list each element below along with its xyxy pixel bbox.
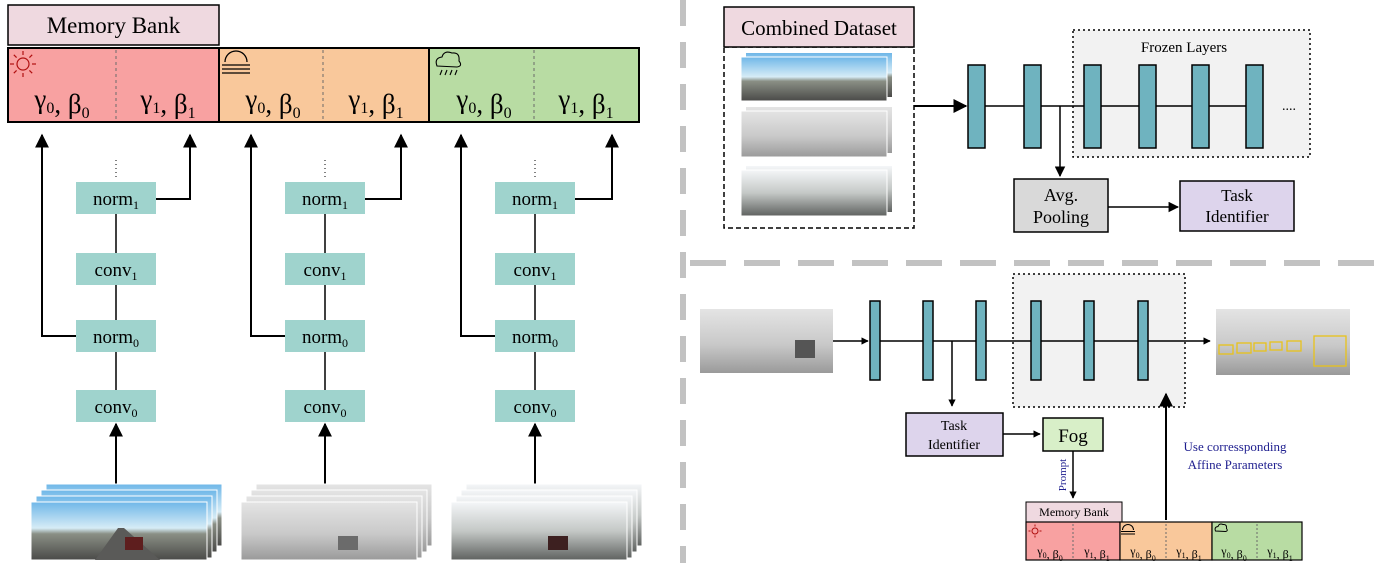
- combined-dataset-title: Combined Dataset: [741, 16, 897, 40]
- training-panel: Combined Dataset Frozen Layers .... Avg.…: [723, 6, 1311, 233]
- conv0-label: conv0: [95, 397, 138, 420]
- conv0-box: [76, 390, 156, 422]
- frozen-layer: [1137, 300, 1149, 381]
- combined-dataset-title-box: [723, 6, 915, 48]
- backbone-layer: [869, 300, 881, 381]
- conv1-label: conv1: [514, 260, 557, 283]
- sun-icon: [1028, 524, 1042, 538]
- norm1-box: [285, 182, 365, 214]
- frozen-layer: [1083, 300, 1095, 381]
- affine1-arrow: [575, 133, 619, 200]
- backbone-layer: [1023, 64, 1042, 149]
- conv0-label: conv0: [514, 397, 557, 420]
- conv1-box: [76, 253, 156, 285]
- conv1-label: conv1: [304, 260, 347, 283]
- backbone-layer: [922, 300, 934, 381]
- mini-memory-bank-title: Memory Bank: [1039, 505, 1109, 519]
- affine-gamma1-beta1: γ1, β1: [347, 84, 403, 122]
- backbone-layer: [975, 300, 987, 381]
- memory-bank-slots: [7, 47, 640, 123]
- norm1-label: norm1: [302, 189, 348, 212]
- conv0-box: [495, 390, 575, 422]
- mini-affine-labels: γ0, β0 γ1, β1 γ0, β0 γ1, β1 γ0, β0 γ1, β…: [1036, 544, 1292, 563]
- frozen-layer: [1030, 300, 1042, 381]
- norm0-box: [495, 320, 575, 352]
- conv1-label: conv1: [95, 260, 138, 283]
- affine-note-line2: Affine Parameters: [1188, 457, 1283, 472]
- memory-bank-title: Memory Bank: [47, 13, 181, 38]
- norm0-box: [285, 320, 365, 352]
- affine0-arrow: [454, 133, 495, 337]
- prompt-label: Prompt: [1057, 459, 1069, 491]
- backbone-layer: [967, 64, 986, 149]
- task-identifier-box: [905, 412, 1004, 457]
- fog-icon: [1121, 524, 1135, 535]
- avg-pooling-label-line2: Pooling: [1033, 207, 1089, 227]
- layer-column-sunny: norm1 conv1 norm0 conv0: [35, 133, 197, 485]
- detection-boxes: [1218, 335, 1347, 367]
- frozen-layer: [1083, 64, 1102, 149]
- norm1-box: [495, 182, 575, 214]
- frozen-layer: [1191, 64, 1210, 149]
- affine-note-line1: Use corressponding: [1184, 439, 1287, 454]
- input-images-sunny: [30, 483, 223, 561]
- inference-panel: Task Identifier Fog Prompt Memory Bank γ…: [700, 273, 1350, 563]
- conv1-box: [495, 253, 575, 285]
- sun-icon: [10, 51, 36, 77]
- fog-prompt-box: [1042, 417, 1104, 452]
- norm0-label: norm0: [512, 327, 558, 350]
- norm0-label: norm0: [302, 327, 348, 350]
- frozen-layer: [1245, 64, 1264, 149]
- norm1-label: norm1: [93, 189, 139, 212]
- rain-cloud-icon: [435, 51, 462, 76]
- task-identifier-line2: Identifier: [928, 438, 980, 453]
- affine1-arrow: [156, 133, 197, 200]
- task-identifier-box: [1179, 180, 1295, 232]
- norm0-label: norm0: [93, 327, 139, 350]
- dataset-image-fog: [740, 107, 892, 158]
- frozen-layers-label: Frozen Layers: [1141, 40, 1227, 56]
- affine0-arrow: [244, 133, 285, 337]
- conv1-box: [285, 253, 365, 285]
- task-identifier-line1: Task: [941, 419, 967, 434]
- fog-prompt-label: Fog: [1058, 426, 1088, 447]
- fog-icon: [222, 50, 250, 74]
- dataset-image-rain: [740, 166, 892, 217]
- conv0-label: conv0: [304, 397, 347, 420]
- conv0-box: [285, 390, 365, 422]
- left-panel: Memory Bank γ0, β0 γ1, β1: [7, 4, 643, 561]
- memory-bank-title-box: [7, 4, 220, 46]
- avg-pooling-label-line1: Avg.: [1044, 185, 1078, 205]
- frozen-layer: [1138, 64, 1157, 149]
- avg-pooling-box: [1013, 178, 1109, 233]
- task-identifier-line2: Identifier: [1205, 207, 1269, 226]
- input-images-rain: [450, 483, 643, 561]
- rain-cloud-icon: [1214, 523, 1228, 533]
- norm1-label: norm1: [512, 189, 558, 212]
- output-detection-image: [1216, 309, 1350, 375]
- task-identifier-line1: Task: [1221, 186, 1253, 205]
- memory-slot-sunny: [7, 47, 220, 123]
- layer-column-rain: norm1 conv1 norm0 conv0: [454, 133, 619, 485]
- norm1-box: [76, 182, 156, 214]
- trailing-dots: ....: [1282, 99, 1296, 114]
- affine1-arrow: [365, 133, 408, 200]
- memory-slot-rain: [428, 47, 640, 123]
- affine-gamma0-beta0: γ0, β0: [455, 84, 511, 122]
- dataset-image-clear: [740, 53, 892, 102]
- affine0-arrow: [35, 133, 76, 337]
- norm0-box: [76, 320, 156, 352]
- layer-column-fog: norm1 conv1 norm0 conv0: [244, 133, 408, 485]
- input-images-fog: [240, 483, 433, 561]
